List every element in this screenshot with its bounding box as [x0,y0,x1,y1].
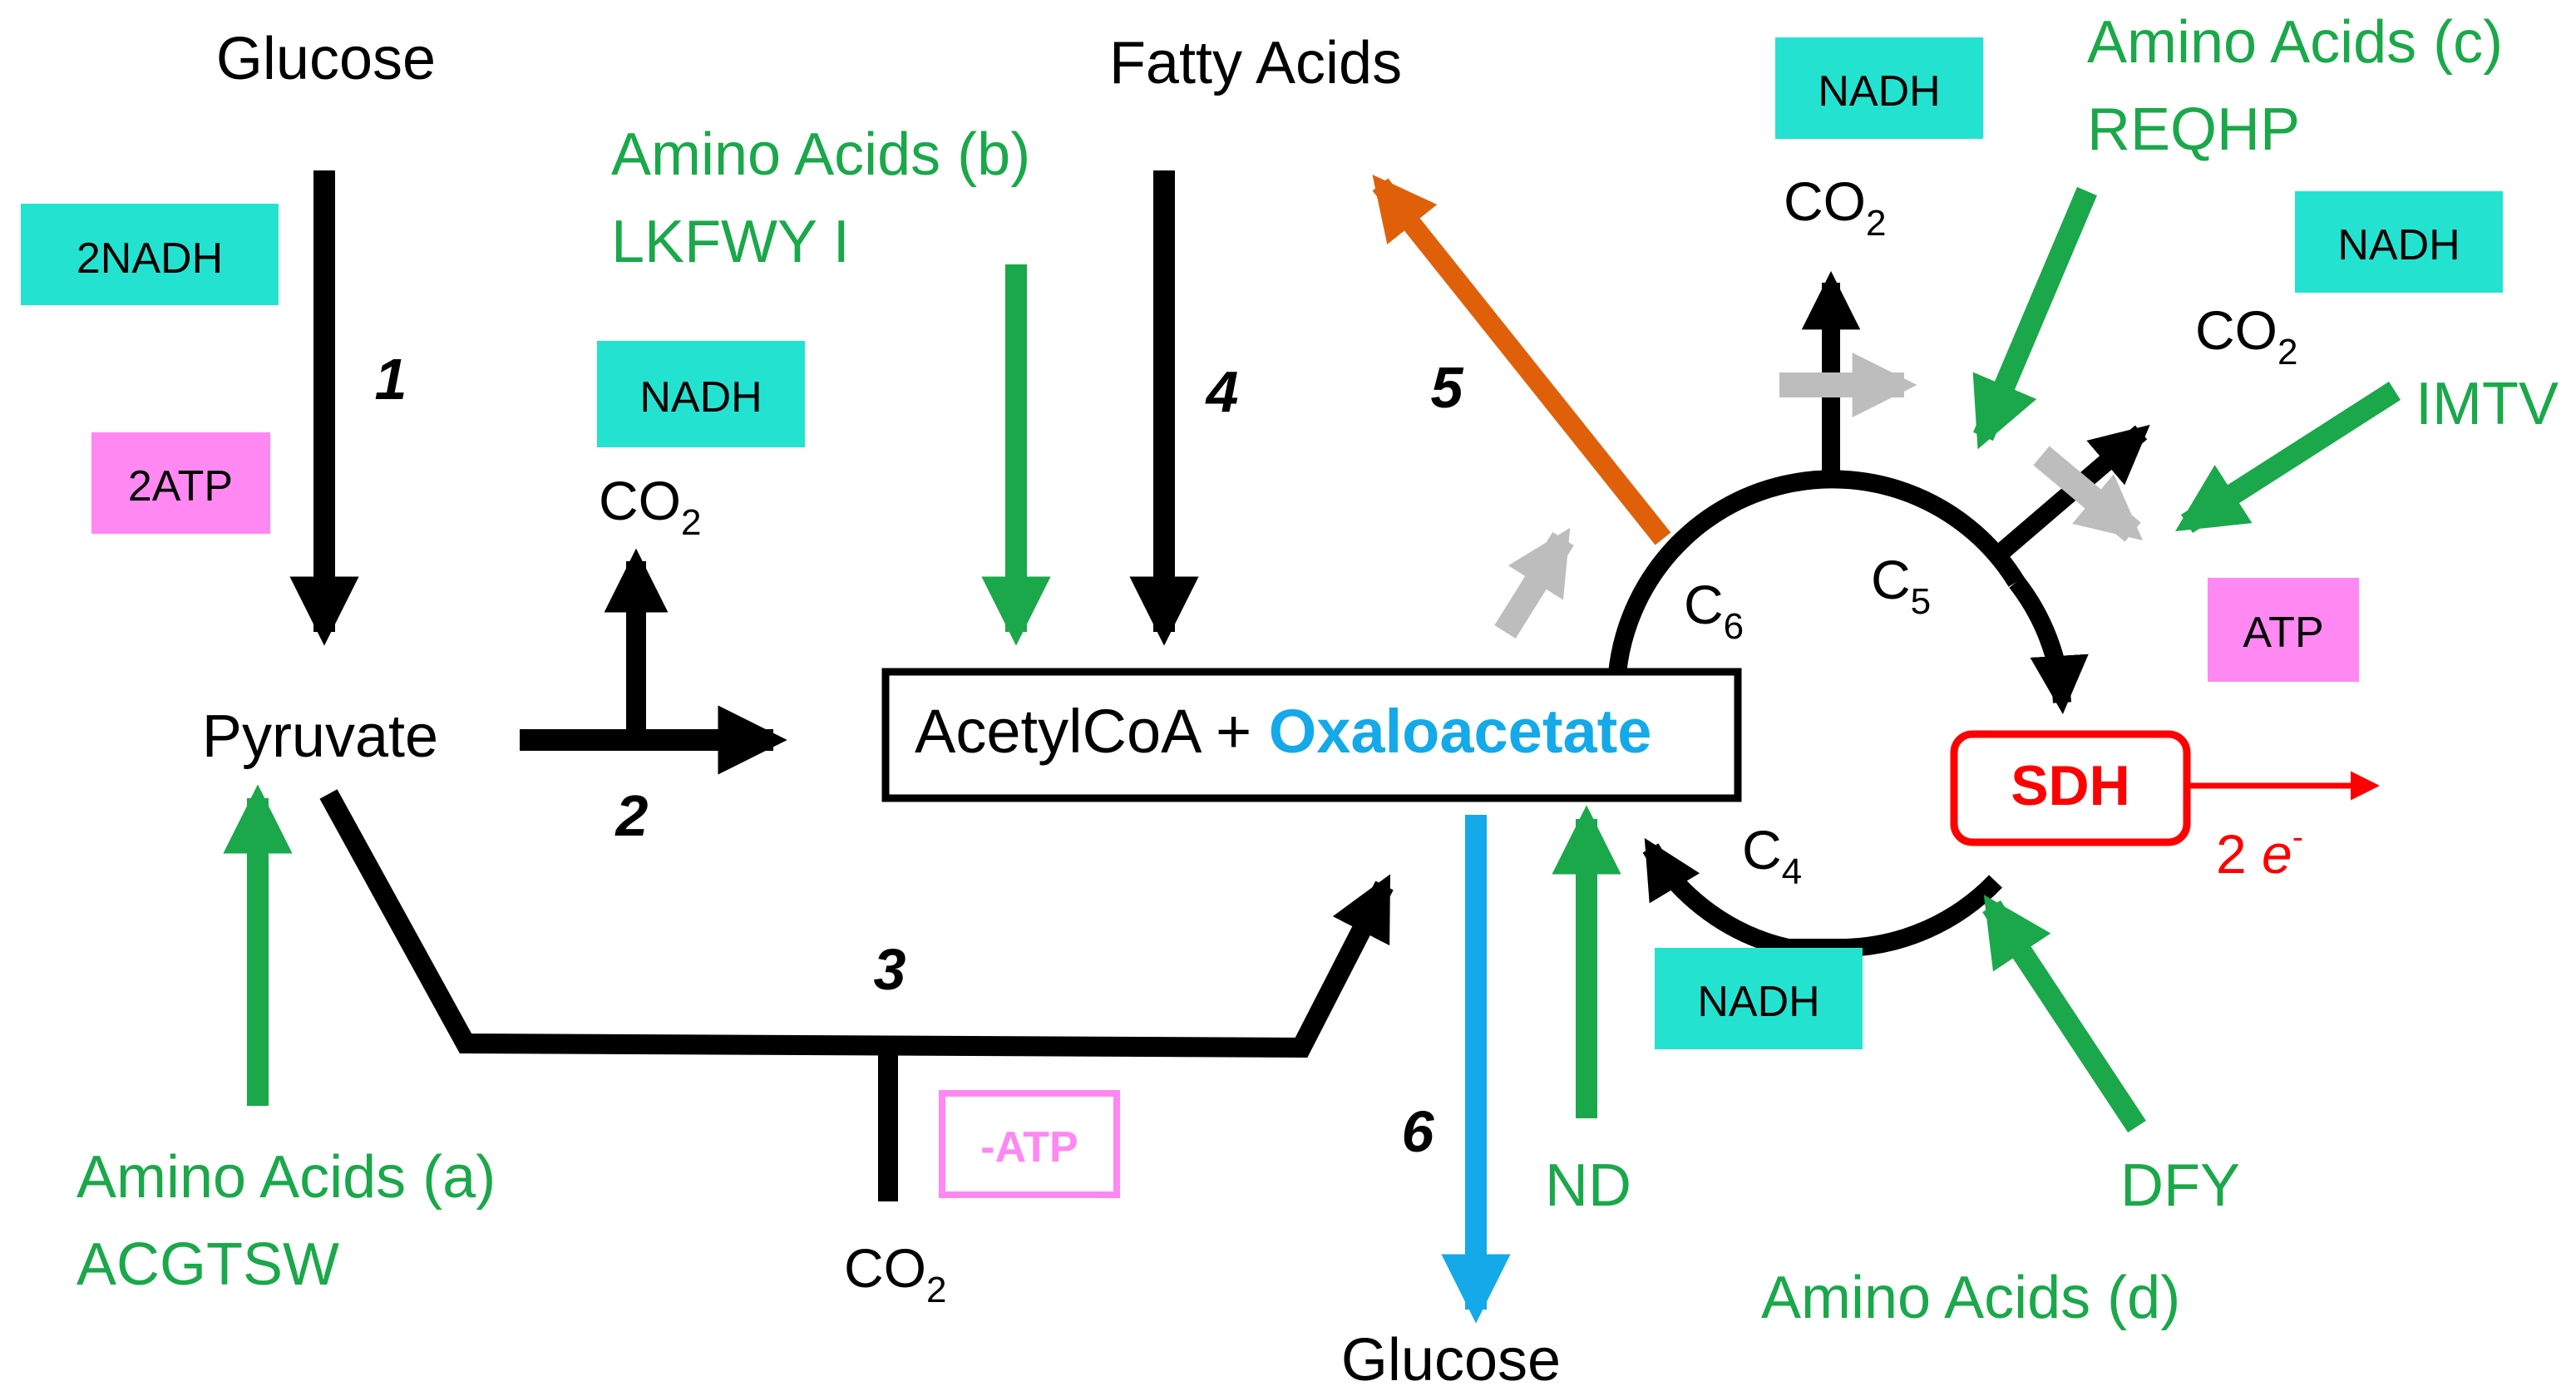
c4-label: C4 [1742,819,1802,892]
atp-2-label: 2ATP [128,462,233,511]
amino-b-title: Amino Acids (b) [611,121,1030,188]
arrow-pyruvate-to-oxaloacetate [319,789,1394,1058]
amino-imtv: IMTV [2416,371,2559,437]
acetylcoa-oxaloacetate-label: AcetylCoA + Oxaloacetate [915,697,1651,766]
step-3: 3 [874,937,906,1002]
cycle-arc-left [1608,470,2025,675]
step-2: 2 [614,783,649,848]
amino-a-title: Amino Acids (a) [76,1144,496,1211]
pyruvate-label: Pyruvate [202,703,438,770]
atp-cycle-box [2208,578,2359,682]
step-4: 4 [1205,359,1239,424]
arrow-step5-export [1372,174,1671,545]
glucose-top-label: Glucose [216,26,436,92]
arrow-amino-imtv [2174,382,2401,533]
amino-b-codes: LKFWY I [611,209,850,275]
nadh-c4-box [1655,948,1863,1049]
nadh-c6-box [1775,37,1983,139]
atp-cycle-label: ATP [2243,609,2323,657]
step-5: 5 [1431,355,1464,420]
step-6: 6 [1402,1099,1435,1164]
amino-a-codes: ACGTSW [76,1231,339,1298]
co2-pyruvate: CO2 [599,470,701,543]
amino-d-codes: DFY [2120,1152,2240,1219]
amino-c-codes: REQHP [2087,96,2300,163]
acetylcoa-box [881,668,1742,802]
amino-d-title: Amino Acids (d) [1761,1265,2180,1331]
co2-c6: CO2 [1784,170,1886,244]
nadh-2-box [21,204,279,305]
amino-nd: ND [1545,1152,1631,1219]
amino-c-title: Amino Acids (c) [2087,9,2503,76]
c5-label: C5 [1871,549,1931,622]
cycle-arc-right [2009,576,2089,715]
co2-step3: CO2 [844,1237,946,1310]
grey-arrow-c5-atp [2033,446,2143,542]
atp-minus-label: -ATP [980,1123,1078,1172]
cycle-arc-bottom [1642,837,2002,957]
fatty-acids-label: Fatty Acids [1109,30,1402,96]
arrow-c5-co2 [1989,424,2150,565]
electrons-label: 2 e- [2216,819,2303,885]
nadh-2-label: 2NADH [76,234,223,283]
atp-2-box [91,432,270,534]
arrow-amino-c [1972,186,2097,450]
atp-minus-box [939,1090,1120,1198]
grey-arrow-to-c6 [1494,527,1574,639]
sdh-label: SDH [2011,754,2130,817]
nadh-pyruvate-label: NADH [639,373,762,422]
glucose-bottom-label: Glucose [1341,1327,1561,1394]
nadh-c5-label: NADH [2337,221,2460,269]
sdh-box [1950,730,2191,846]
step-1: 1 [375,347,407,412]
nadh-c4-label: NADH [1697,978,1819,1026]
c6-label: C6 [1684,574,1744,647]
arrow-amino-d [1982,895,2146,1133]
nadh-c6-label: NADH [1818,67,1940,116]
nadh-pyruvate-box [597,341,805,447]
co2-c5: CO2 [2195,299,2297,372]
nadh-c5-box [2295,191,2503,293]
